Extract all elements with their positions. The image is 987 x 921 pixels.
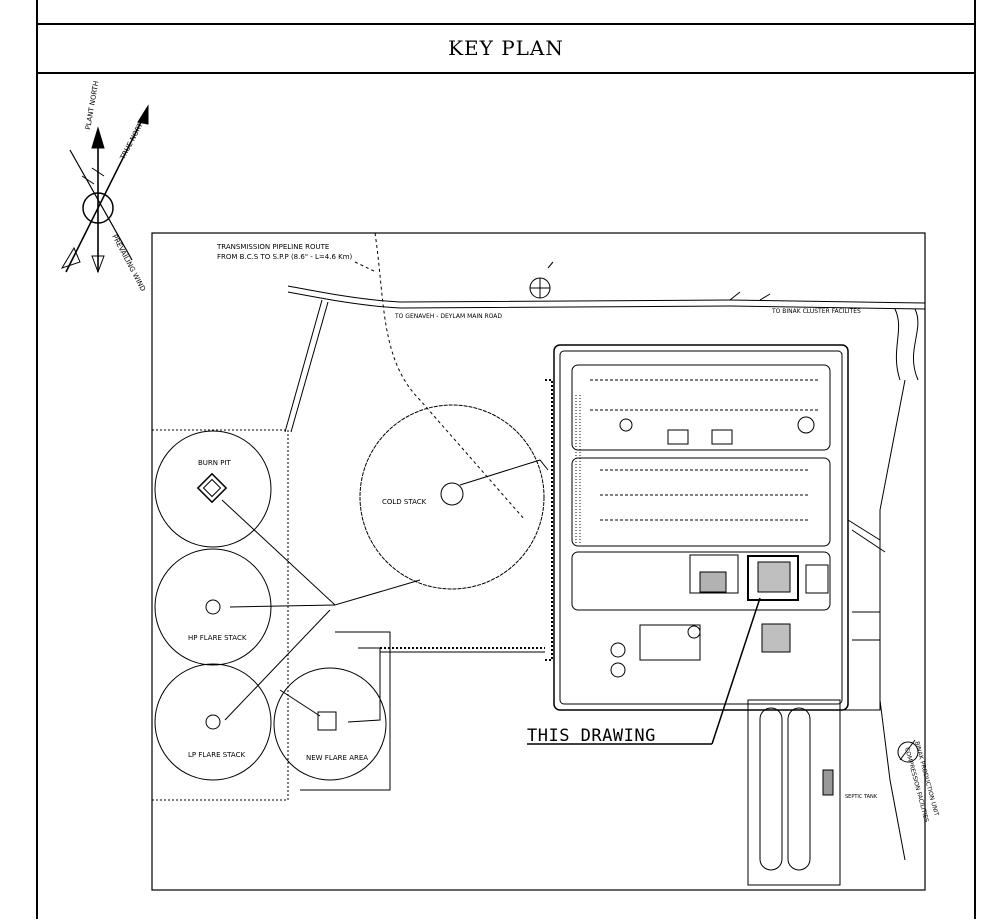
lp-flare-stack-icon: [205, 714, 221, 730]
lp-flare-circle: [154, 663, 272, 781]
new-flare-icon: [317, 711, 337, 731]
plant-north-label: PLANT NORTH: [84, 80, 100, 130]
process-area-3: [571, 551, 831, 611]
top-border: [36, 23, 976, 25]
septic-tank-label: SEPTIC TANK: [845, 794, 878, 800]
hp-flare-label: HP FLARE STACK: [188, 634, 247, 642]
new-flare-circle: [273, 667, 387, 781]
lower-compound: [747, 699, 841, 886]
page-title: KEY PLAN: [448, 36, 564, 60]
burn-pit-circle: [154, 430, 272, 548]
lp-flare-label: LP FLARE STACK: [188, 751, 245, 759]
equipment-block-2: [747, 555, 799, 601]
burn-pit-icon: [196, 472, 228, 504]
equipment-block-3: [639, 624, 701, 661]
hp-flare-stack-icon: [205, 599, 221, 615]
true-north-label: TRUE NORTH: [118, 117, 147, 162]
process-area-1: [571, 364, 831, 451]
pipe-racks: [590, 379, 820, 521]
this-drawing-callout: THIS DRAWING: [527, 726, 656, 746]
plan-border: [151, 232, 926, 891]
burn-pit-inner: [202, 478, 222, 498]
pipeline-route: [354, 232, 526, 521]
plant-compound: [553, 344, 849, 711]
plant-inner-fence: [559, 350, 843, 705]
lower-pond-1: [759, 707, 783, 871]
main-road-label: TO GENAVEH - DEYLAM MAIN ROAD: [394, 313, 502, 320]
equipment-block-4: [761, 623, 791, 653]
cold-stack-circle: [359, 404, 545, 590]
burn-pit-label: BURN PIT: [198, 459, 232, 467]
lower-pond-2: [787, 707, 811, 871]
cold-stack-icon: [440, 482, 464, 506]
pipeline-label-2: FROM B.C.S TO S.P.P (8.6" - L=4.6 Km): [217, 253, 353, 261]
flare-compound-fence: [151, 429, 289, 801]
production-unit-icon: [897, 741, 919, 763]
cluster-road-label: TO BINAK CLUSTER FACILITES: [771, 308, 861, 315]
pipeline-label-1: TRANSMISSION PIPELINE ROUTE: [216, 243, 329, 251]
main-road: [284, 285, 926, 433]
prevailing-wind-label: PREVAILING WIND: [110, 233, 147, 293]
drawing-frame: [36, 0, 976, 919]
hp-flare-circle: [154, 548, 272, 666]
cold-stack-label: COLD STACK: [382, 498, 427, 506]
equipment-block-1: [689, 554, 739, 594]
new-flare-label: NEW FLARE AREA: [306, 754, 368, 762]
north-arrow-icon: [60, 104, 149, 274]
process-area-2: [571, 457, 831, 547]
title-divider: [36, 72, 976, 74]
